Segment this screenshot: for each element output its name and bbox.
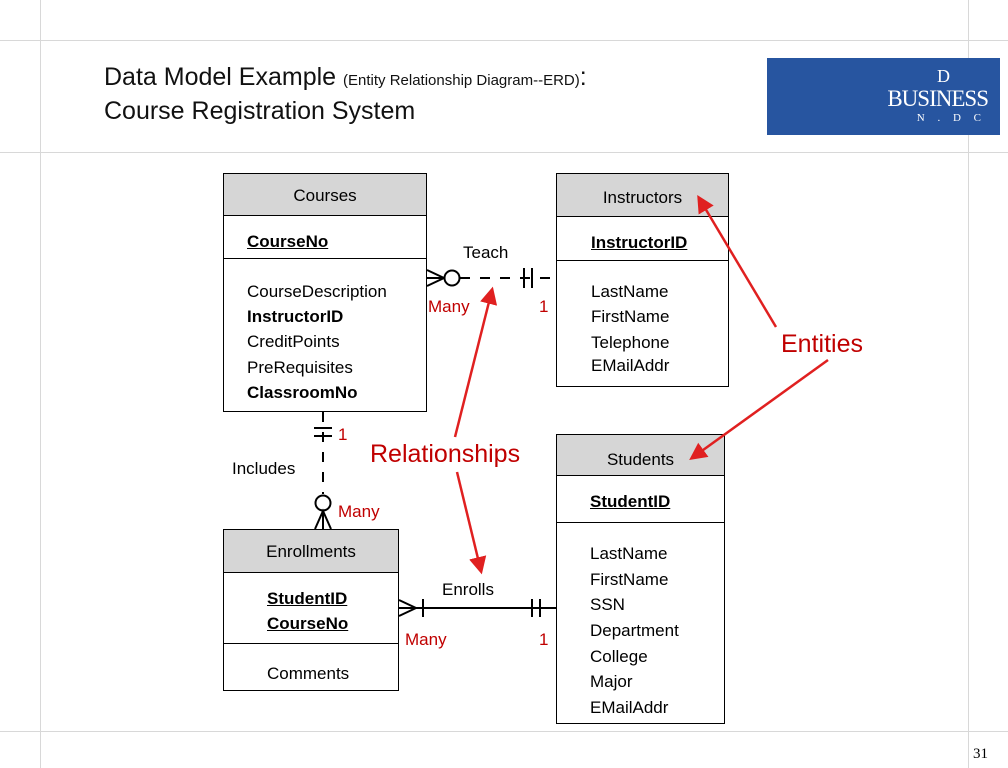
students-field: Department — [590, 621, 679, 640]
enrollments-key: CourseNo — [267, 614, 349, 633]
entity-courses-header: Courses — [224, 174, 426, 216]
page-number: 31 — [973, 746, 988, 762]
instructors-field: FirstName — [591, 307, 670, 326]
guide-line-right — [968, 0, 969, 768]
students-primary-key: StudentID — [590, 492, 671, 511]
entity-students-divider — [557, 522, 724, 523]
includes-connector — [314, 412, 332, 530]
students-field: LastName — [590, 544, 668, 563]
entities-annotation: Entities — [781, 330, 863, 358]
guide-line-left — [40, 0, 41, 768]
guide-line-mid — [0, 152, 1008, 153]
entity-courses-divider — [224, 258, 426, 259]
title-colon: : — [579, 63, 587, 91]
students-field: College — [590, 647, 648, 666]
entity-courses: Courses CourseNo CourseDescription Instr… — [223, 173, 427, 412]
students-field: EMailAddr — [590, 698, 669, 717]
enrollments-key: StudentID — [267, 589, 348, 608]
guide-line-top — [0, 40, 1008, 41]
entity-enrollments: Enrollments StudentID CourseNo Comments — [223, 529, 399, 691]
slide-title: Data Model Example (Entity Relationship … — [104, 62, 587, 127]
logo-line0: D — [937, 66, 950, 86]
courses-field: PreRequisites — [247, 358, 353, 377]
students-field: SSN — [590, 595, 625, 614]
logo-line2: N . D C — [916, 112, 986, 124]
entity-instructors-divider — [557, 260, 728, 261]
enrolls-many-label: Many — [405, 630, 447, 649]
enrollments-field: Comments — [267, 664, 350, 683]
entity-enrollments-divider — [224, 643, 398, 644]
enrolls-connector — [398, 599, 556, 617]
enrolls-label: Enrolls — [442, 580, 494, 599]
teach-label: Teach — [463, 243, 509, 262]
courses-field: ClassroomNo — [247, 383, 358, 402]
courses-field: InstructorID — [247, 307, 344, 326]
students-field: Major — [590, 672, 633, 691]
entity-enrollments-header: Enrollments — [224, 530, 398, 573]
guide-line-bottom — [0, 731, 1008, 732]
enrolls-one-label: 1 — [539, 630, 549, 649]
instructors-field: EMailAddr — [591, 356, 670, 375]
includes-many-label: Many — [338, 502, 380, 521]
teach-many-label: Many — [428, 297, 470, 316]
instructors-field: Telephone — [591, 333, 670, 352]
instructors-field: LastName — [591, 282, 669, 301]
relationships-annotation: Relationships — [370, 440, 521, 468]
courses-field: CourseDescription — [247, 282, 387, 301]
students-field: FirstName — [590, 570, 669, 589]
school-logo: D BUSINESS N . D C — [767, 58, 1000, 135]
instructors-primary-key: InstructorID — [591, 233, 688, 252]
title-sub: (Entity Relationship Diagram--ERD) — [343, 72, 580, 89]
courses-primary-key: CourseNo — [247, 232, 329, 251]
entity-students: Students StudentID LastName FirstName SS… — [556, 434, 725, 724]
title-main: Data Model Example — [104, 63, 344, 91]
courses-field: CreditPoints — [247, 332, 340, 351]
includes-one-label: 1 — [338, 425, 348, 444]
annotation-arrows — [453, 194, 829, 575]
teach-one-label: 1 — [539, 297, 549, 316]
title-line2: Course Registration System — [104, 97, 416, 125]
includes-label: Includes — [232, 459, 296, 478]
logo-line1: BUSINESS — [887, 86, 989, 111]
teach-connector — [426, 268, 556, 288]
